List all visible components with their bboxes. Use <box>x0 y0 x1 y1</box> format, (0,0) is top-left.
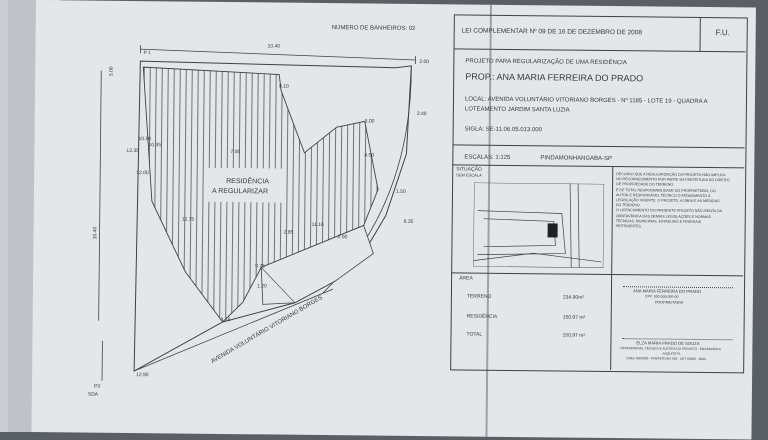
sem-escala: SEM ESCALA <box>456 173 482 177</box>
dim-d11: 2.85 <box>284 231 294 236</box>
dim-d9: 12.00 <box>136 171 149 176</box>
escalas: ESCALAS: 1:125 <box>464 154 510 160</box>
dim-d15: 2.00 <box>338 235 348 240</box>
total-label: TOTAL <box>466 333 482 338</box>
residencia-label: RESIDÊNCIA <box>467 315 498 320</box>
dim-d3: 2.40 <box>417 112 427 117</box>
dim-d6: 12.35 <box>126 149 139 154</box>
owner-role: PROPRIETÁRIA <box>655 301 683 305</box>
sigla: SIGLA: SE-11.06.05.013.000 <box>465 126 542 133</box>
residence-label: RESIDÊNCIA <box>226 178 269 185</box>
situation-map <box>473 183 604 268</box>
dim-d12: 8.35 <box>404 220 414 225</box>
dim-d5: 10.35 <box>148 143 161 148</box>
local-line-2: LOTEAMENTO JARDIM SANTA LUZIA <box>465 106 570 113</box>
residence-label-2: A REGULARIZAR <box>212 188 268 196</box>
dim-sda: SDA <box>88 393 98 398</box>
cidade: PINDAMONHANGABA-SP <box>540 155 612 162</box>
area-title: ÁREA <box>459 276 473 281</box>
dim-top: 10.40 <box>267 44 280 49</box>
dim-d13: 12.75 <box>182 218 195 223</box>
total-value: 150.97 m² <box>562 334 585 339</box>
dim-d21: 8.16 <box>221 318 231 323</box>
owner-title: PROP.: ANA MARIA FERREIRA DO PRADO <box>465 72 643 83</box>
dim-d2: 5.00 <box>365 119 375 124</box>
dim-left-long: 10.40 <box>93 227 98 240</box>
lot-marker <box>548 223 558 237</box>
top-dimension-line <box>140 49 415 60</box>
dim-d10: 1.50 <box>396 190 406 195</box>
residencia-value: 150.97 m² <box>563 316 586 321</box>
dim-d20: 12.90 <box>136 373 149 378</box>
terreno-value: 234.90m² <box>563 296 584 301</box>
dim-d18: 1.20 <box>257 284 267 289</box>
terreno-label: TERRENO <box>467 295 492 300</box>
dim-d17: 0.75 <box>255 264 265 269</box>
blueprint-paper: NÚMERO DE BANHEIROS: 02 RESIDÊNCIA A REG… <box>31 0 755 440</box>
owner-signature: ANA MARIA FERREIRA DO PRADO <box>633 289 701 294</box>
left-dimension-line <box>99 71 102 321</box>
dim-d14: 11.16 <box>312 223 324 228</box>
dim-left-v: 5.00 <box>110 66 115 76</box>
owner-id: CPF: 000.000.000-00 <box>645 295 679 299</box>
dim-d7: 7.00 <box>230 150 240 155</box>
dim-p3: P3 <box>94 385 100 390</box>
engineer-role-2: ARQUITETA <box>662 353 680 356</box>
dim-p1: P 1 <box>143 51 150 56</box>
declaration-block: DECLARO QUE A REGULARIZAÇÃO DO PROJETO N… <box>616 172 743 231</box>
dim-right-top: 2.00 <box>419 60 429 65</box>
fu-label: F.U. <box>716 29 730 37</box>
dim-d8: 4.50 <box>364 153 374 158</box>
dim-d1: 8.10 <box>279 85 289 90</box>
